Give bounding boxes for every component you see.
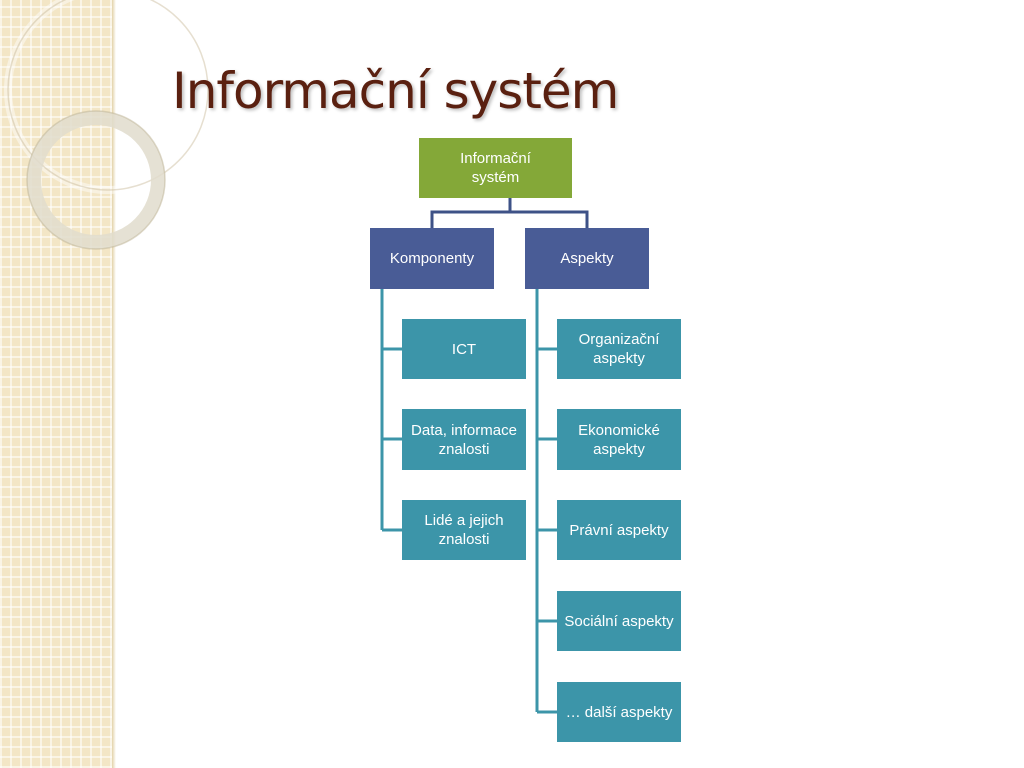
org-chart-node-lide: Lidé a jejich znalosti bbox=[402, 500, 526, 560]
decorative-ring-small-edge bbox=[26, 110, 166, 250]
decorative-rings bbox=[4, 0, 212, 250]
aspekty-branch-connector bbox=[535, 289, 557, 714]
org-chart-node-dalsi-aspekty: … další aspekty bbox=[557, 682, 681, 742]
root-to-groups-connector bbox=[430, 198, 589, 228]
org-chart-root-node: Informační systém bbox=[419, 138, 572, 198]
decorative-ring-large-inner bbox=[7, 0, 209, 191]
org-chart-node-data-informace: Data, informace znalosti bbox=[402, 409, 526, 470]
org-chart-node-ekonomicke-aspekty: Ekonomické aspekty bbox=[557, 409, 681, 470]
org-chart-node-pravni-aspekty: Právní aspekty bbox=[557, 500, 681, 560]
org-chart-node-aspekty: Aspekty bbox=[525, 228, 649, 289]
komponenty-branch-connector bbox=[380, 289, 402, 532]
org-chart-node-komponenty: Komponenty bbox=[370, 228, 494, 289]
org-chart-node-ict: ICT bbox=[402, 319, 526, 379]
root-connector bbox=[430, 198, 589, 228]
org-chart-node-organizacni-aspekty: Organizační aspekty bbox=[557, 319, 681, 379]
decorative-ring-large bbox=[4, 0, 212, 194]
org-chart-node-socialni-aspekty: Sociální aspekty bbox=[557, 591, 681, 651]
sidebar-edge-shadow bbox=[112, 0, 116, 768]
slide-title: Informační systém bbox=[172, 62, 619, 120]
decorative-ring-small bbox=[27, 111, 165, 249]
